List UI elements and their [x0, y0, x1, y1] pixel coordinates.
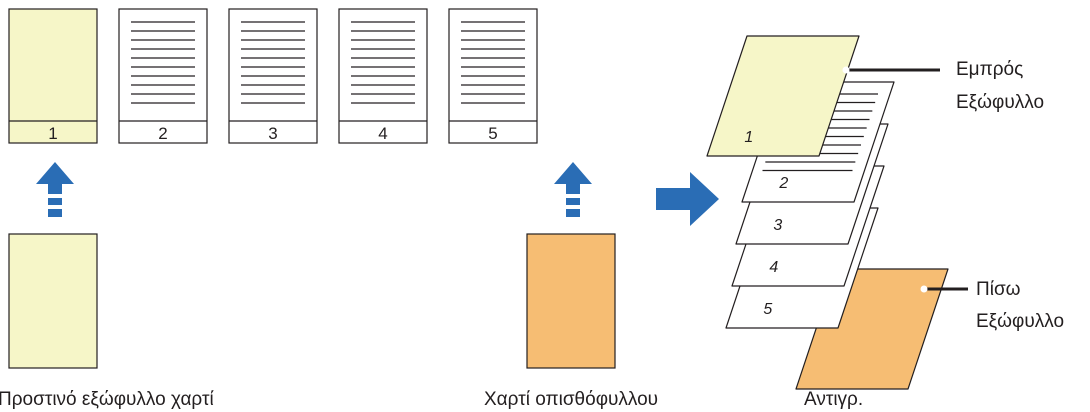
front-cover-callout-line1: Εμπρός — [956, 59, 1024, 80]
right-arrow-icon — [656, 172, 719, 226]
original-page-2: 2 — [118, 8, 208, 144]
original-page-4: 4 — [338, 8, 428, 144]
back-cover-callout-line2: Εξώφυλλο — [976, 311, 1065, 332]
original-page-1: 1 — [8, 8, 98, 144]
page-number: 4 — [769, 259, 778, 276]
page-number: 4 — [378, 124, 387, 143]
original-page-3: 3 — [228, 8, 318, 144]
copies-label: Αντιγρ. — [804, 389, 864, 410]
page-number: 2 — [778, 175, 788, 192]
front-cover-callout-line2: Εξώφυλλο — [956, 92, 1045, 113]
back-cover-insert-arrow — [554, 162, 592, 217]
copy-output-stack: 5 4 3 2 1 — [706, 35, 949, 390]
back-cover-paper-sheet — [526, 233, 616, 369]
original-page-5: 5 — [448, 8, 538, 144]
page-number: 2 — [158, 124, 167, 143]
front-cover-paper-sheet — [8, 233, 98, 369]
back-cover-callout-line1: Πίσω — [976, 279, 1021, 300]
original-pages-row: 1 2 3 4 5 — [8, 8, 538, 144]
page-number: 1 — [744, 129, 753, 146]
front-cover-insert-arrow — [36, 162, 74, 217]
page-number: 5 — [763, 301, 772, 318]
page-number: 3 — [268, 124, 277, 143]
back-cover-leader-dot — [920, 285, 928, 293]
back-cover-paper-label: Χαρτί οπισθόφυλλου — [484, 389, 659, 410]
copy-front-cover: 1 — [706, 35, 860, 157]
front-cover-paper-label: Προστινό εξώφυλλο χαρτί — [0, 389, 214, 410]
page-number: 5 — [488, 124, 497, 143]
front-cover-leader-dot — [842, 66, 850, 74]
page-number: 1 — [48, 124, 57, 143]
page-number: 3 — [773, 217, 782, 234]
